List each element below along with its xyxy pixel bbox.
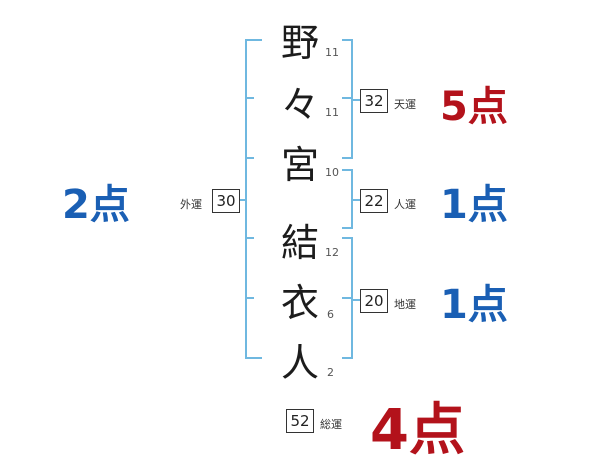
chiun-label: 地運 bbox=[394, 298, 416, 311]
name-char-3: 宮 bbox=[280, 143, 319, 187]
stroke-count-4: 12 bbox=[325, 246, 339, 259]
stroke-count-5: 6 bbox=[327, 308, 334, 321]
jinun-label: 人運 bbox=[394, 198, 416, 211]
chiun-score: 1点 bbox=[440, 282, 508, 328]
souun-score: 4点 bbox=[370, 398, 465, 463]
name-char-5: 衣 bbox=[280, 281, 319, 325]
chiun-value: 20 bbox=[360, 289, 388, 313]
stroke-count-2: 11 bbox=[325, 106, 339, 119]
gaiun-score: 2点 bbox=[62, 182, 130, 228]
stroke-count-6: 2 bbox=[327, 366, 334, 379]
tenun-score: 5点 bbox=[440, 84, 508, 130]
name-char-6: 人 bbox=[280, 341, 319, 385]
gaiun-value: 30 bbox=[212, 189, 240, 213]
name-char-1: 野 bbox=[280, 21, 319, 65]
souun-value: 52 bbox=[286, 409, 314, 433]
jinun-score: 1点 bbox=[440, 182, 508, 228]
gaiun-label: 外運 bbox=[180, 198, 202, 211]
name-char-2: 々 bbox=[280, 83, 319, 127]
jinun-value: 22 bbox=[360, 189, 388, 213]
tenun-value: 32 bbox=[360, 89, 388, 113]
name-char-4: 結 bbox=[280, 221, 319, 265]
stroke-count-1: 11 bbox=[325, 46, 339, 59]
tenun-label: 天運 bbox=[394, 98, 416, 111]
stroke-count-3: 10 bbox=[325, 166, 339, 179]
souun-label: 総運 bbox=[320, 418, 342, 431]
